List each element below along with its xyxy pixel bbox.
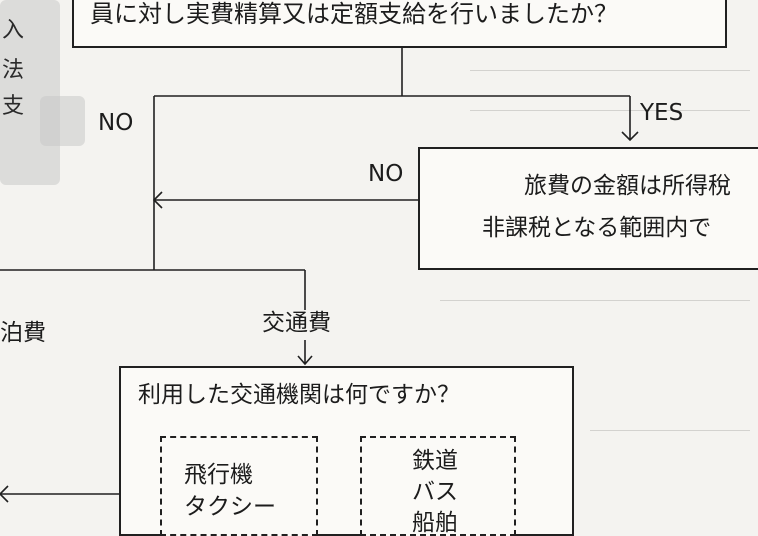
option-bus: バス bbox=[412, 479, 458, 505]
top-question-box bbox=[72, 0, 727, 48]
travel-question-line2: 非課税となる範囲内で bbox=[482, 215, 712, 241]
option-ship: 船舶 bbox=[412, 510, 458, 536]
connector-lines bbox=[0, 48, 639, 503]
option-rail: 鉄道 bbox=[412, 448, 458, 474]
faint-line bbox=[470, 110, 750, 111]
branch-no-label: NO bbox=[98, 110, 134, 136]
top-question-text: 員に対し実費精算又は定額支給を行いましたか？ bbox=[90, 0, 618, 28]
branch-yes-label: YES bbox=[640, 100, 684, 126]
travel-question-line1: 旅費の金額は所得稅 bbox=[524, 173, 731, 199]
faint-line bbox=[590, 430, 750, 431]
side-char-1: 入 bbox=[2, 18, 25, 43]
side-char-2: 法 bbox=[2, 58, 25, 83]
background-shade-left-2 bbox=[40, 96, 85, 146]
lodging-label: 泊費 bbox=[0, 320, 46, 346]
option-air: 飛行機 bbox=[184, 462, 253, 488]
faint-line bbox=[440, 300, 750, 301]
branch-no-label-2: NO bbox=[368, 161, 404, 187]
travel-question-box bbox=[418, 147, 758, 270]
side-char-3: 支 bbox=[2, 94, 25, 119]
transport-label: 交通費 bbox=[262, 310, 331, 336]
faint-line bbox=[470, 70, 750, 71]
transport-question-text: 利用した交通機関は何ですか？ bbox=[138, 382, 460, 408]
option-taxi: タクシー bbox=[184, 494, 276, 520]
background-shade-left bbox=[0, 0, 60, 185]
